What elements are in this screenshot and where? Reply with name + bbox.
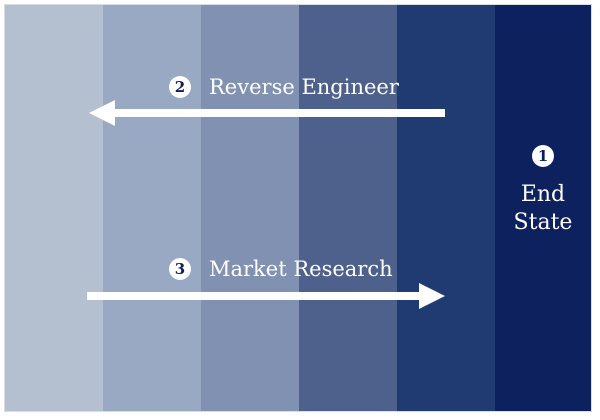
step-1-text: End State	[513, 182, 573, 235]
step-2-label: 2 Reverse Engineer	[169, 75, 399, 99]
band-3	[201, 5, 299, 411]
step-3-label: 3 Market Research	[169, 257, 393, 281]
step-2-text: Reverse Engineer	[209, 75, 399, 99]
end-state-block: 1 End State	[495, 145, 591, 237]
band-1	[5, 5, 103, 411]
right-arrow-shaft	[87, 292, 421, 300]
left-arrow-shaft	[113, 109, 445, 117]
step-3-text: Market Research	[209, 257, 393, 281]
left-arrow-head	[89, 100, 115, 126]
band-4	[299, 5, 397, 411]
step-3-number: 3	[169, 258, 191, 280]
band-6	[495, 5, 591, 411]
band-2	[103, 5, 201, 411]
step-2-number: 2	[169, 76, 191, 98]
right-arrow-head	[419, 283, 445, 309]
step-1-number: 1	[532, 145, 554, 167]
diagram-frame: 2 Reverse Engineer 3 Market Research 1 E…	[4, 4, 592, 412]
band-5	[397, 5, 495, 411]
